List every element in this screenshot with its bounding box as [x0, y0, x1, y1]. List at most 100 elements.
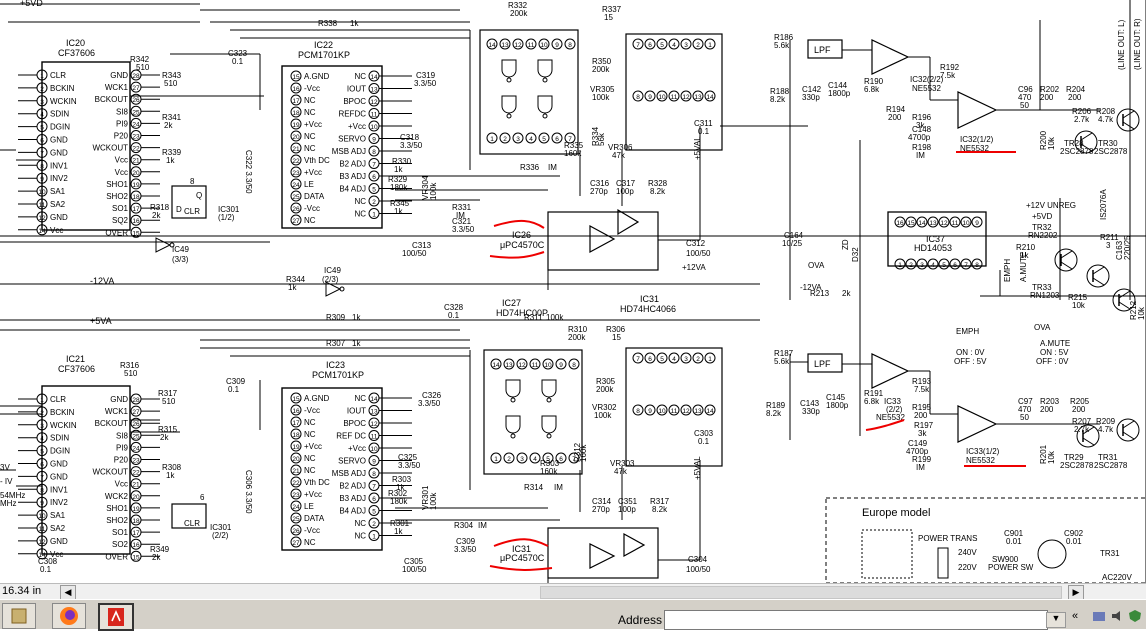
pin-label: NC	[354, 197, 366, 206]
pin-label: A.GND	[304, 72, 330, 81]
label-r211: R211	[1100, 233, 1119, 242]
pin-number: 21	[132, 482, 140, 489]
label-c328: C328	[444, 303, 464, 312]
pin-number: 12	[514, 42, 522, 49]
label-r308: R308	[162, 463, 182, 472]
pin-number: 5	[546, 456, 550, 463]
pin-number: 8	[40, 163, 44, 170]
pin-number: 8	[372, 471, 376, 478]
pin-number: 3	[684, 356, 688, 363]
scroll-left-button[interactable]: ◀	[60, 585, 76, 600]
pin-number: 1	[494, 456, 498, 463]
pin-number: 10	[544, 362, 552, 369]
pin-number: 3	[520, 456, 524, 463]
pin-label: GND	[110, 71, 128, 80]
ff-clr: CLR	[184, 519, 200, 528]
pin-number: 6	[648, 356, 652, 363]
pin-number: 12	[38, 539, 46, 546]
pin-label: SERVO	[338, 457, 366, 466]
label-r302v: 180k	[390, 497, 408, 506]
scroll-right-button[interactable]: ▶	[1068, 585, 1084, 600]
label-amute_note_off: OFF : 0V	[1036, 357, 1069, 366]
label-r312: R312	[573, 442, 582, 462]
ic21-ref: IC21	[66, 354, 85, 364]
label-c321: C321	[452, 217, 472, 226]
label-r349v: 2k	[152, 553, 161, 562]
red-annotation	[865, 419, 905, 431]
pin-number: 11	[371, 434, 378, 441]
pin-label: SHO2	[106, 192, 128, 201]
network-icon[interactable]	[1092, 609, 1106, 623]
taskbar-pdf-button[interactable]	[98, 603, 134, 631]
pin-label: WCKIN	[50, 97, 77, 106]
pin-label: +Vcc	[304, 442, 322, 451]
ic22-part: PCM1701KP	[298, 50, 350, 60]
taskbar-firefox-button[interactable]	[52, 603, 86, 629]
pin-number: 5	[40, 125, 44, 132]
ic22-ref: IC22	[314, 40, 333, 50]
label-c318v: 3.3/50	[400, 141, 423, 150]
label-r303: R303	[392, 475, 412, 484]
label-r318v: 2k	[152, 211, 161, 220]
firefox-icon	[60, 607, 78, 625]
label-c314: C314	[592, 497, 612, 506]
label-plus5va: +5VA	[90, 316, 112, 326]
lpf-lower: LPF	[807, 353, 843, 373]
pin-label: DGIN	[50, 447, 70, 456]
volume-icon[interactable]	[1110, 609, 1124, 623]
label-tr31: TR31	[1098, 453, 1118, 462]
pin-label: +Vcc	[304, 168, 322, 177]
taskbar-app-button[interactable]	[2, 603, 36, 629]
pin-number: 14	[370, 74, 378, 81]
pin-label: WCK1	[105, 407, 129, 416]
address-dropdown-button[interactable]: ▼	[1046, 612, 1066, 628]
power-trans-label: POWER TRANS	[918, 534, 977, 543]
label-r213v: 2k	[842, 289, 851, 298]
tray-expand-icon[interactable]: «	[1072, 610, 1079, 622]
pin-number: 16	[292, 408, 300, 415]
label-ova_left: OVA	[808, 261, 825, 270]
label-vr305: VR305	[590, 85, 615, 94]
pin-number: 9	[40, 176, 44, 183]
label-c316: C316	[590, 179, 610, 188]
pin-label: B2 ADJ	[339, 482, 366, 491]
label-r341: R341	[162, 113, 182, 122]
pin-number: 26	[292, 528, 300, 535]
label-r307v: 1k	[352, 339, 361, 348]
pin-number: 14	[706, 408, 714, 415]
label-r309: R309	[326, 313, 346, 322]
label-r187v: 5.6k	[774, 357, 790, 366]
label-c305: C305	[404, 557, 424, 566]
label-r329v: 180k	[390, 183, 408, 192]
label-c164v: 10/25	[782, 239, 803, 248]
pin-label: INV1	[50, 161, 68, 170]
label-r334v: 56k	[597, 132, 606, 146]
label-c323v: 0.1	[232, 57, 244, 66]
pin-label: NC	[304, 132, 316, 141]
pin-number: 8	[636, 94, 640, 101]
pin-number: 13	[929, 220, 937, 227]
address-input[interactable]	[664, 610, 1048, 630]
security-icon[interactable]	[1128, 609, 1142, 623]
label-r309v: 1k	[352, 313, 361, 322]
label-is2076a: IS2076A	[1099, 189, 1108, 220]
label-vr306v: 47k	[612, 151, 626, 160]
ic49-inverter: IC49 (3/3)	[155, 237, 189, 264]
label-plus5val2: +5VAL	[693, 456, 702, 480]
label-r305: R305	[596, 377, 616, 386]
label-c308: C308	[38, 557, 58, 566]
pin-number: 18	[132, 518, 140, 525]
label-amute_note_on: ON : 5V	[1040, 348, 1069, 357]
pin-label: IOUT	[347, 85, 366, 94]
horizontal-scrollbar[interactable]	[540, 586, 1062, 599]
pin-label: SI8	[116, 431, 129, 440]
label-r344v: 1k	[288, 283, 297, 292]
pin-number: 20	[292, 134, 300, 141]
pin-number: 3	[920, 262, 924, 269]
pin-number: 6	[40, 462, 44, 469]
pin-number: 4	[672, 356, 676, 363]
pin-number: 14	[492, 362, 500, 369]
label-c304: C304	[688, 555, 708, 564]
v240-label: 240V	[958, 548, 977, 557]
